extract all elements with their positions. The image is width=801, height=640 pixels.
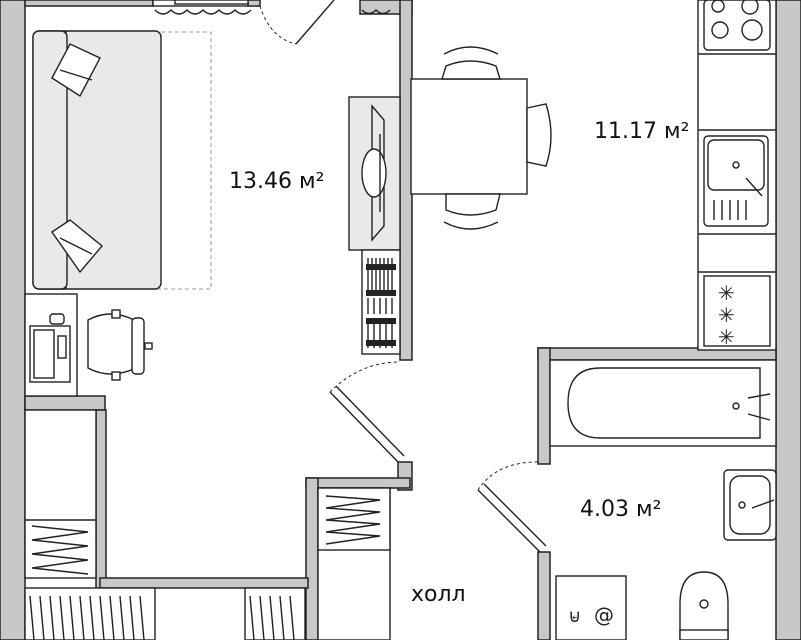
shoe-rack	[24, 587, 306, 640]
living-door-top	[259, 0, 335, 45]
hall-closet	[317, 487, 391, 640]
bathroom-area: 4.03 м²	[580, 497, 661, 522]
bathroom-door	[477, 461, 547, 553]
kitchen-sink	[703, 135, 769, 227]
wardrobe	[24, 409, 97, 579]
svg-text:✳: ✳	[718, 281, 735, 305]
svg-text:✳: ✳	[718, 325, 735, 349]
living-door-bottom	[329, 361, 405, 463]
living-room-area: 13.46 м²	[229, 169, 324, 194]
washing-machine: ⊌ @	[555, 575, 627, 640]
fridge: ✳ ✳ ✳	[703, 275, 771, 349]
top-windows	[152, 0, 391, 15]
bookshelf	[361, 249, 401, 355]
dining-table	[410, 46, 552, 230]
hall-label: холл	[411, 582, 466, 607]
desk-chair	[87, 309, 153, 381]
toilet	[679, 571, 729, 640]
bathtub	[549, 359, 777, 447]
bath-sink	[723, 469, 777, 541]
stove	[703, 0, 771, 51]
tv-unit	[348, 96, 401, 251]
sofa	[32, 30, 212, 290]
svg-text:⊌: ⊌	[568, 606, 581, 627]
svg-text:@: @	[594, 603, 614, 627]
desk	[24, 293, 78, 397]
kitchen-area: 11.17 м²	[594, 119, 689, 144]
svg-text:✳: ✳	[718, 303, 735, 327]
